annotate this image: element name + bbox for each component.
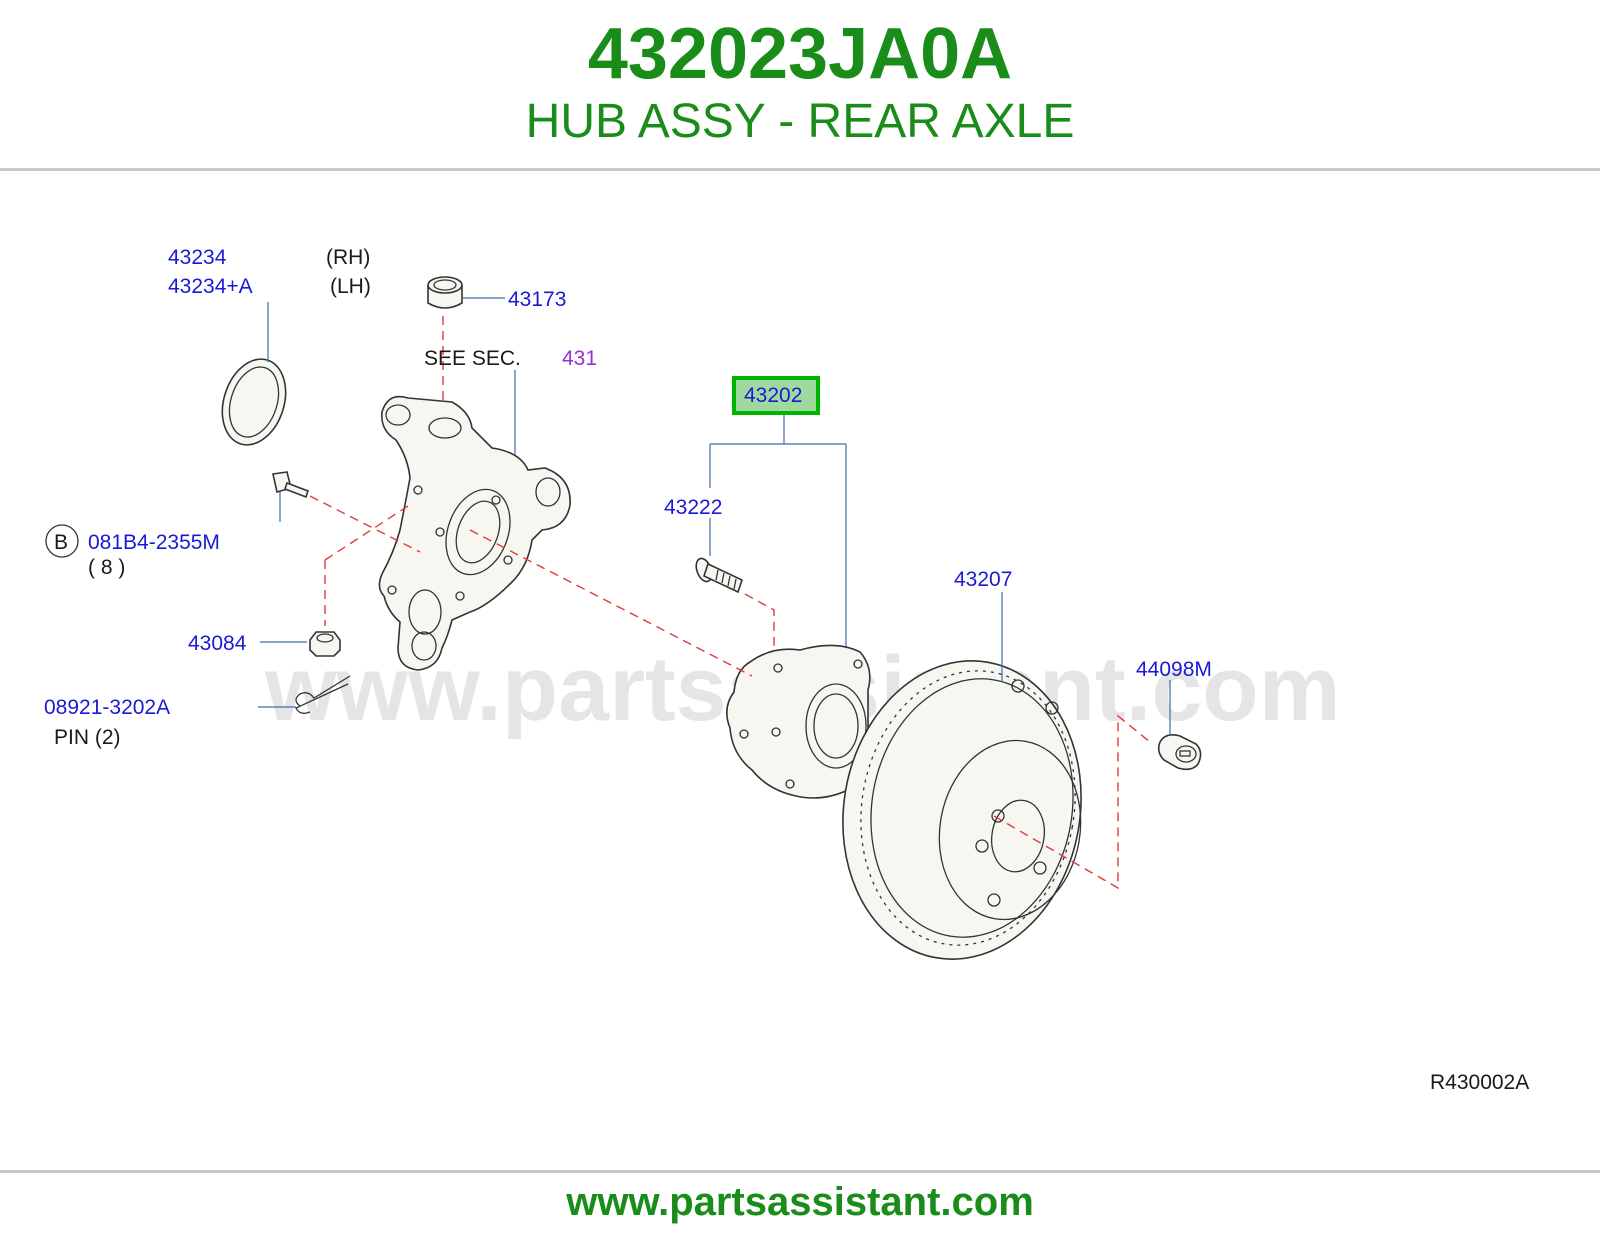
parts-diagram: www.partsassistant.com (44, 246, 1529, 1094)
footer-divider (0, 1170, 1600, 1173)
seal-lh-label[interactable]: 43234+A (168, 275, 253, 298)
bolt-badge-letter: B (54, 531, 68, 554)
hub-assy-highlight (732, 376, 820, 415)
rh-label: (RH) (326, 246, 370, 269)
bushing-label[interactable]: 43173 (508, 288, 566, 311)
knuckle-drawing (378, 395, 571, 671)
cotter-pin-drawing (295, 675, 351, 714)
part-description: HUB ASSY - REAR AXLE (525, 95, 1075, 148)
bolt-qty-label: ( 8 ) (88, 556, 125, 579)
hub-assembly-drawing (726, 644, 871, 799)
nut-label[interactable]: 43084 (188, 632, 247, 655)
rotor-label[interactable]: 43207 (954, 568, 1012, 591)
seal-ring-drawing (221, 358, 287, 446)
section-ref-link[interactable]: 431 (562, 347, 597, 370)
header-divider (0, 168, 1600, 171)
header: 432023JA0A HUB ASSY - REAR AXLE (0, 0, 1600, 168)
seal-rh-label[interactable]: 43234 (168, 246, 227, 269)
nut-drawing (309, 631, 341, 657)
bushing-drawing (427, 276, 463, 309)
see-section-label: SEE SEC. (424, 347, 521, 370)
plug-label[interactable]: 44098M (1136, 658, 1212, 681)
diagram-code: R430002A (1430, 1071, 1529, 1094)
hub-assy-label[interactable]: 43202 (744, 384, 802, 407)
hub-bolt-drawing (695, 557, 743, 594)
part-number-title: 432023JA0A (587, 14, 1013, 94)
plug-drawing (1157, 734, 1202, 771)
cotter-pin-label[interactable]: 08921-3202A (44, 696, 170, 719)
footer-url[interactable]: www.partsassistant.com (566, 1180, 1034, 1224)
pin-qty-label: PIN (2) (54, 726, 121, 749)
bolt-label[interactable]: 081B4-2355M (88, 531, 220, 554)
lh-label: (LH) (330, 275, 371, 298)
bolt-badge-circle (45, 524, 79, 558)
knuckle-bolt-drawing (272, 471, 310, 499)
brake-rotor-drawing (842, 660, 1082, 960)
hub-bolt-label[interactable]: 43222 (664, 496, 722, 519)
